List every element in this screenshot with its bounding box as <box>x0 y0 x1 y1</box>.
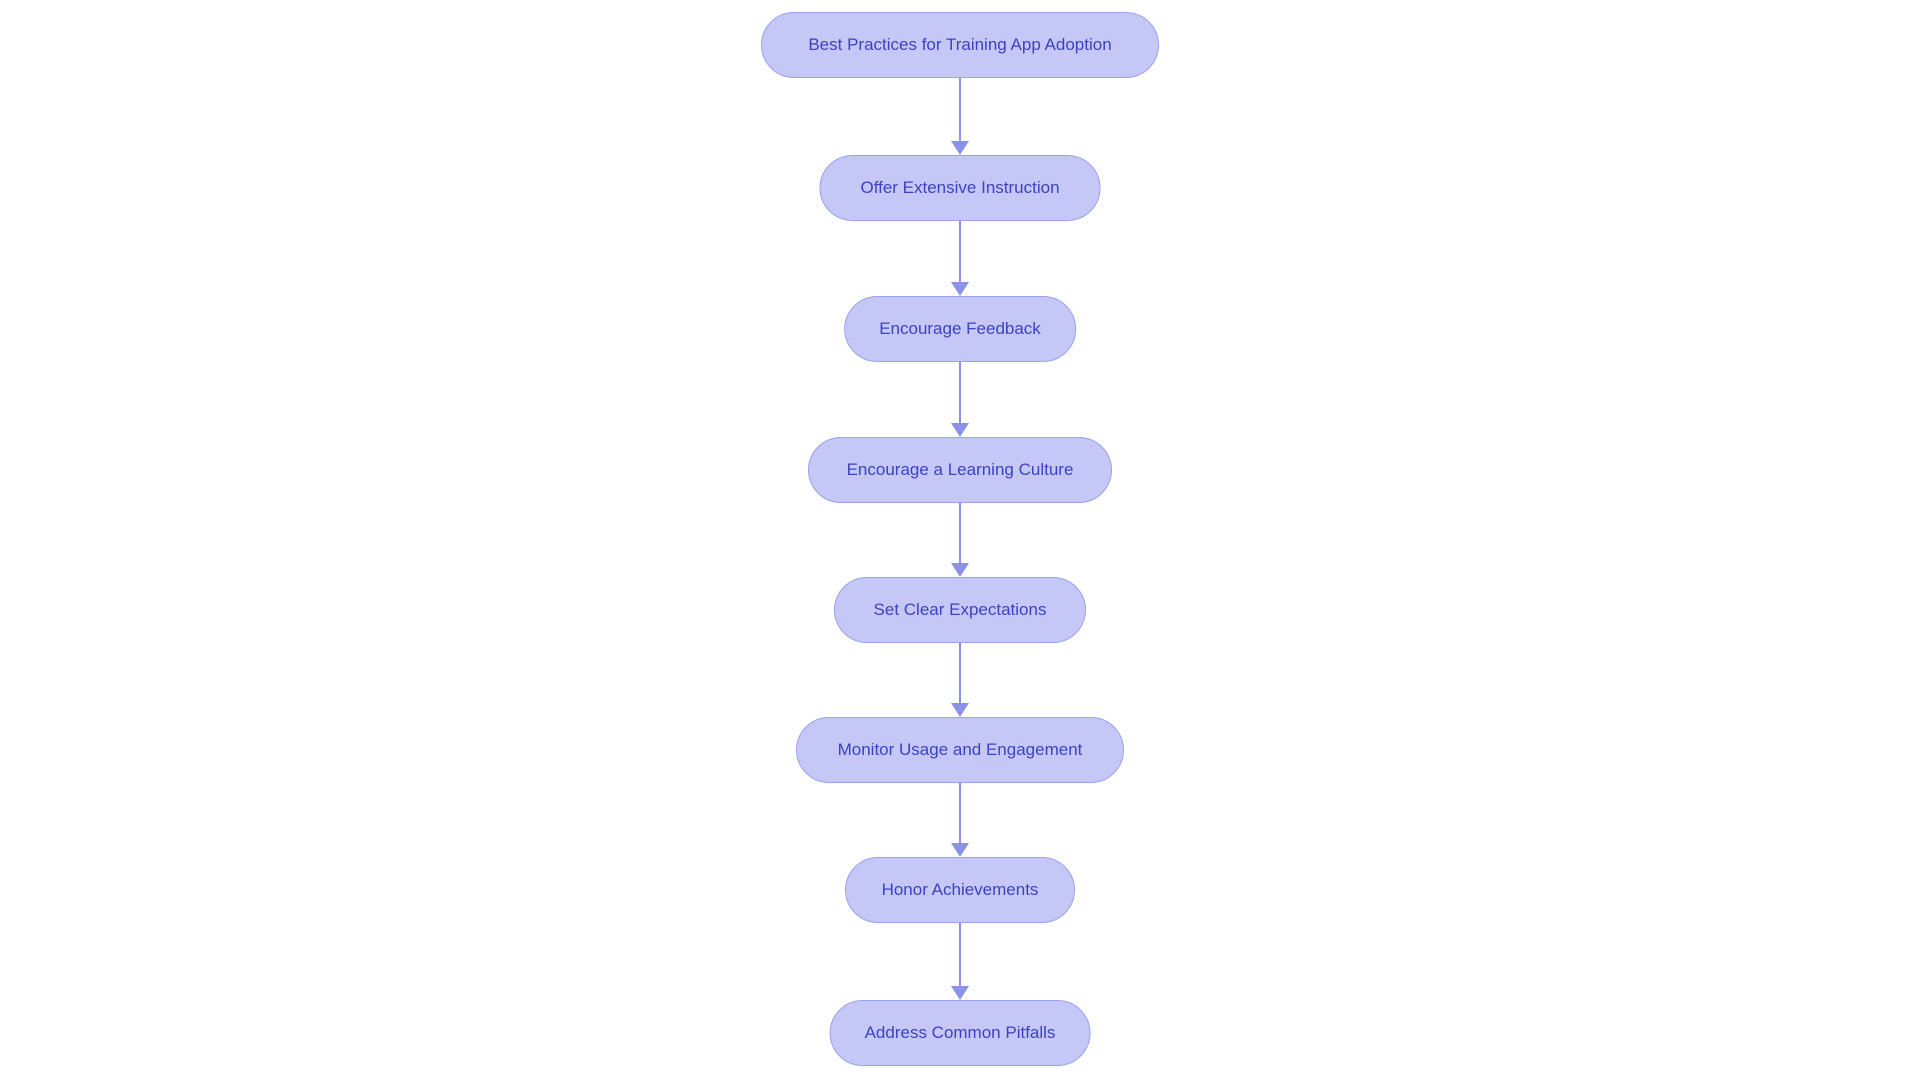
arrowhead-down-icon <box>951 986 969 1000</box>
flow-arrow <box>951 221 969 296</box>
arrowhead-down-icon <box>951 843 969 857</box>
arrowhead-down-icon <box>951 703 969 717</box>
arrowhead-down-icon <box>951 282 969 296</box>
arrow-shaft <box>959 923 961 987</box>
flow-arrow <box>951 923 969 1000</box>
flow-node: Address Common Pitfalls <box>829 1000 1091 1066</box>
flow-node: Offer Extensive Instruction <box>819 155 1101 221</box>
flow-arrow <box>951 362 969 437</box>
arrow-shaft <box>959 78 961 142</box>
flow-node: Set Clear Expectations <box>834 577 1086 643</box>
flow-node: Best Practices for Training App Adoption <box>761 12 1159 78</box>
flow-arrow <box>951 783 969 857</box>
arrow-shaft <box>959 783 961 844</box>
arrowhead-down-icon <box>951 563 969 577</box>
flow-node: Encourage Feedback <box>844 296 1076 362</box>
flow-arrow <box>951 78 969 155</box>
arrow-shaft <box>959 643 961 704</box>
flow-arrow <box>951 503 969 577</box>
arrowhead-down-icon <box>951 141 969 155</box>
arrowhead-down-icon <box>951 423 969 437</box>
flow-node: Encourage a Learning Culture <box>808 437 1112 503</box>
flow-node: Monitor Usage and Engagement <box>796 717 1124 783</box>
flow-node: Honor Achievements <box>845 857 1075 923</box>
arrow-shaft <box>959 362 961 424</box>
arrow-shaft <box>959 503 961 564</box>
flow-arrow <box>951 643 969 717</box>
arrow-shaft <box>959 221 961 283</box>
